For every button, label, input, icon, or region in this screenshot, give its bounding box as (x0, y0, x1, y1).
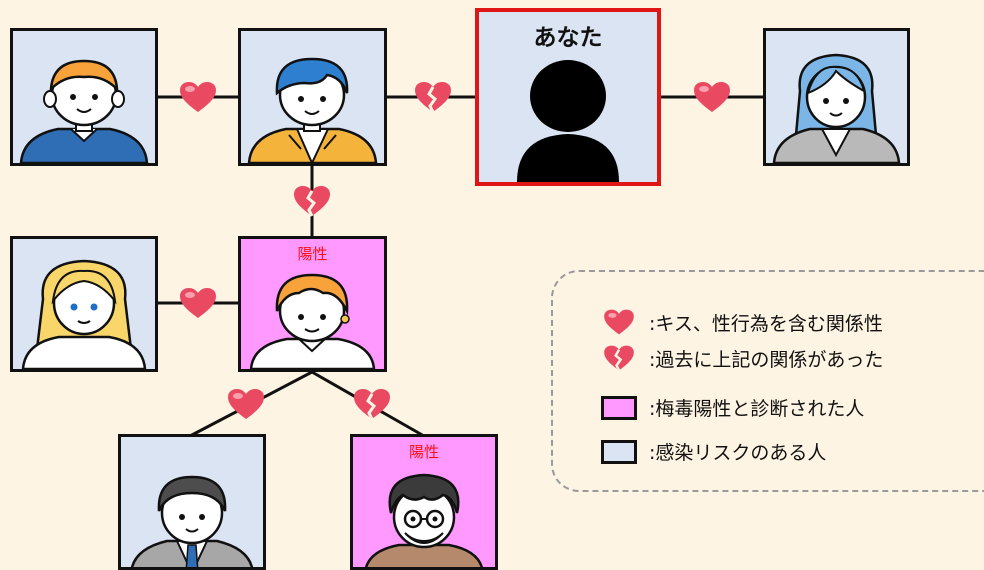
avatar-woman-blonde-icon (21, 259, 147, 369)
heart-icon (694, 82, 730, 112)
person-p7 (118, 434, 266, 570)
avatar-boy-orange-hair-icon (19, 59, 149, 163)
silhouette-icon (517, 60, 619, 182)
positive-tag: 陽性 (408, 443, 439, 461)
broken-heart-icon (415, 82, 451, 113)
avatar-man-suit-icon (130, 475, 254, 567)
person-p2 (238, 28, 387, 166)
legend-label: :感染リスクのある人 (649, 442, 827, 464)
person-p8: 陽性 (350, 434, 498, 570)
heart-icon (228, 389, 264, 419)
legend-label: :過去に上記の関係があった (649, 348, 884, 371)
legend-label: :梅毒陽性と診断された人 (649, 398, 865, 420)
heart-icon (180, 288, 216, 318)
person-p1 (10, 28, 158, 166)
heart-icon (604, 309, 634, 335)
legend-item-past: :過去に上記の関係があった (601, 344, 883, 372)
person-p6: 陽性 (238, 236, 387, 372)
legend: :キス、性行為を含む関係性 :過去に上記の関係があった :梅毒陽性と診断された人… (551, 270, 984, 492)
heart-icon (180, 82, 216, 112)
person-you: あなた (475, 8, 661, 186)
avatar-woman-blue-hair-icon (772, 53, 901, 163)
at-risk-swatch (601, 439, 637, 464)
broken-heart-icon (604, 345, 634, 371)
you-label: あなた (533, 25, 603, 51)
positive-tag: 陽性 (297, 245, 328, 263)
avatar-man-glasses-beard-icon (364, 473, 484, 567)
legend-item-positive: :梅毒陽性と診断された人 (601, 394, 864, 421)
avatar-positive-person-icon (249, 273, 376, 369)
broken-heart-icon (354, 389, 390, 420)
legend-label: :キス、性行為を含む関係性 (649, 312, 883, 335)
positive-swatch (601, 395, 637, 420)
broken-heart-icon (294, 186, 330, 217)
person-p5 (10, 236, 158, 372)
person-p4 (763, 28, 910, 166)
avatar-boy-blue-hair-icon (247, 57, 378, 163)
legend-item-current: :キス、性行為を含む関係性 (601, 308, 883, 336)
legend-item-at-risk: :感染リスクのある人 (601, 438, 826, 465)
